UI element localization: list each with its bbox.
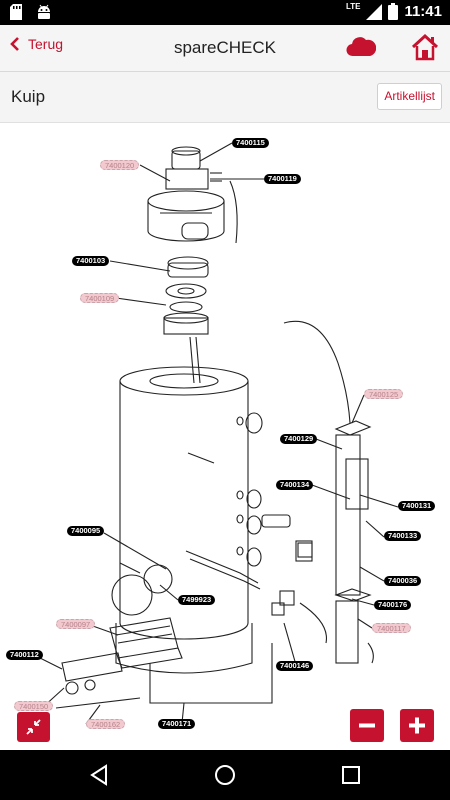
- part-label-7400171[interactable]: 7400171: [158, 719, 196, 729]
- part-label-7499923[interactable]: 7499923: [178, 595, 216, 605]
- collapse-arrows-icon: [26, 719, 41, 735]
- android-icon: [38, 4, 50, 19]
- status-clock: 11:41: [404, 3, 442, 20]
- app-title: spareCHECK: [173, 38, 277, 57]
- part-label-7400097[interactable]: 7400097: [56, 619, 96, 629]
- part-label-7400115[interactable]: 7400115: [232, 138, 269, 148]
- zoom-out-button[interactable]: [350, 709, 384, 742]
- back-triangle-icon: [90, 764, 107, 786]
- cloud-button[interactable]: [346, 35, 377, 62]
- nav-recents-button[interactable]: [338, 762, 364, 788]
- part-label-7400103[interactable]: 7400103: [72, 256, 110, 266]
- network-type: LTE: [345, 2, 361, 11]
- part-label-7400176[interactable]: 7400176: [374, 600, 412, 610]
- part-label-7400150[interactable]: 7400150: [14, 701, 54, 711]
- part-label-7400119[interactable]: 7400119: [264, 174, 301, 184]
- nav-back-button[interactable]: [86, 762, 112, 788]
- nav-home-button[interactable]: [212, 762, 238, 788]
- part-label-7400112[interactable]: 7400112: [6, 650, 43, 660]
- cloud-icon: [346, 37, 377, 57]
- part-label-7400117[interactable]: 7400117: [372, 623, 411, 633]
- artikellijst-button[interactable]: Artikellijst: [377, 83, 442, 110]
- part-label-7400109[interactable]: 7400109: [80, 293, 120, 303]
- recents-square-icon: [342, 766, 360, 784]
- signal-icon: [366, 3, 383, 20]
- system-nav-bar: [0, 750, 450, 800]
- part-label-7400146[interactable]: 7400146: [276, 661, 314, 671]
- exploded-diagram[interactable]: 7400115 7400120 7400119 7400103 7400109 …: [0, 123, 450, 750]
- back-button[interactable]: Terug: [10, 36, 63, 52]
- home-icon: [411, 33, 439, 61]
- home-circle-icon: [215, 765, 235, 785]
- status-bar: LTE 11:41: [0, 0, 450, 25]
- home-button[interactable]: [411, 33, 439, 66]
- part-label-7400125[interactable]: 7400125: [364, 389, 404, 399]
- boiler-drawing: [37, 142, 399, 725]
- sub-bar: Kuip Artikellijst: [0, 72, 450, 123]
- part-label-7400129[interactable]: 7400129: [280, 434, 318, 444]
- part-label-7400036[interactable]: 7400036: [384, 576, 422, 586]
- chevron-left-icon: [10, 37, 19, 51]
- part-label-7400120[interactable]: 7400120: [100, 160, 140, 170]
- page-title: Kuip: [11, 87, 46, 106]
- plus-icon: [409, 717, 425, 734]
- battery-icon: [388, 3, 399, 20]
- minus-icon: [359, 723, 375, 728]
- sd-card-icon: [10, 4, 22, 20]
- zoom-in-button[interactable]: [400, 709, 434, 742]
- part-label-7400131[interactable]: 7400131: [398, 501, 436, 511]
- part-label-7400162[interactable]: 7400162: [86, 719, 126, 729]
- collapse-button[interactable]: [17, 712, 50, 742]
- part-label-7400134[interactable]: 7400134: [276, 480, 314, 490]
- back-label: Terug: [28, 36, 64, 52]
- app-bar: Terug spareCHECK: [0, 25, 450, 72]
- part-label-7400095[interactable]: 7400095: [67, 526, 105, 536]
- part-label-7400133[interactable]: 7400133: [384, 531, 422, 541]
